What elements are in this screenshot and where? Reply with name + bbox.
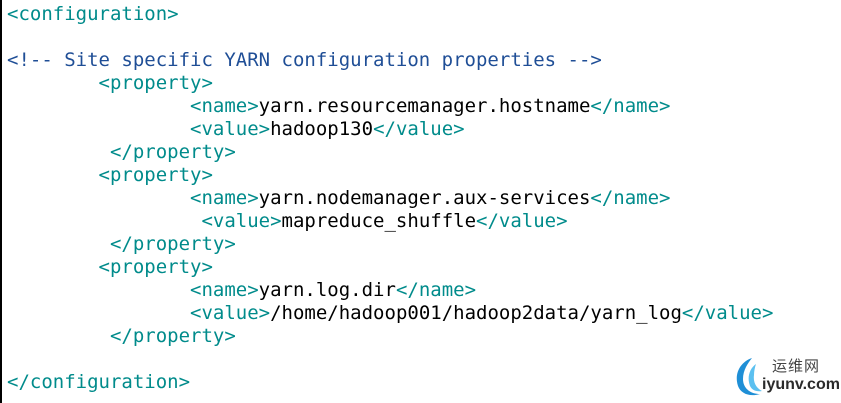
xml-text bbox=[7, 118, 190, 140]
xml-text: mapreduce_shuffle bbox=[281, 210, 477, 232]
xml-tag: </property> bbox=[109, 141, 236, 163]
xml-tag: </property> bbox=[109, 233, 236, 255]
xml-tag: </name> bbox=[590, 187, 671, 209]
code-line: <configuration> bbox=[7, 3, 773, 26]
code-line: <property> bbox=[7, 164, 773, 187]
xml-text: /home/hadoop001/hadoop2data/yarn_log bbox=[270, 302, 682, 324]
xml-tag: </value> bbox=[681, 302, 774, 324]
xml-text bbox=[7, 95, 190, 117]
code-line: </property> bbox=[7, 141, 773, 164]
xml-comment: <!-- Site specific YARN configuration pr… bbox=[7, 49, 602, 71]
xml-tag: </property> bbox=[109, 325, 236, 347]
xml-tag: <name> bbox=[190, 95, 259, 117]
xml-text bbox=[7, 325, 110, 347]
xml-text bbox=[7, 141, 110, 163]
code-line: <property> bbox=[7, 72, 773, 95]
code-line: </property> bbox=[7, 325, 773, 348]
xml-tag: <configuration> bbox=[7, 3, 179, 25]
xml-text: hadoop130 bbox=[270, 118, 374, 140]
xml-tag: <name> bbox=[190, 187, 259, 209]
watermark-chinese-text: 运维网 bbox=[772, 357, 821, 375]
code-line: <value>hadoop130</value> bbox=[7, 118, 773, 141]
code-line bbox=[7, 348, 773, 371]
xml-tag: </name> bbox=[590, 95, 671, 117]
xml-text bbox=[7, 164, 99, 186]
xml-tag: </name> bbox=[395, 279, 477, 301]
xml-tag: </value> bbox=[476, 210, 568, 232]
xml-code-view[interactable]: <configuration> <!-- Site specific YARN c… bbox=[7, 3, 773, 394]
code-line: </configuration> bbox=[7, 371, 773, 394]
xml-tag: <property> bbox=[98, 164, 213, 186]
xml-text bbox=[7, 256, 99, 278]
xml-tag: <property> bbox=[98, 256, 213, 278]
code-line: </property> bbox=[7, 233, 773, 256]
code-line: <name>yarn.log.dir</name> bbox=[7, 279, 773, 302]
xml-text bbox=[7, 233, 110, 255]
xml-tag: <value> bbox=[201, 210, 282, 232]
xml-text bbox=[7, 72, 99, 94]
code-line bbox=[7, 26, 773, 49]
xml-tag: </configuration> bbox=[7, 371, 191, 393]
window-left-border bbox=[0, 0, 2, 403]
xml-tag: <value> bbox=[190, 118, 271, 140]
xml-text bbox=[7, 279, 190, 301]
xml-text bbox=[7, 210, 201, 232]
xml-tag: <name> bbox=[190, 279, 259, 301]
xml-tag: <property> bbox=[98, 72, 213, 94]
code-line: <property> bbox=[7, 256, 773, 279]
swoosh-logo-icon bbox=[736, 358, 762, 396]
xml-text bbox=[7, 187, 190, 209]
code-line: <name>yarn.nodemanager.aux-services</nam… bbox=[7, 187, 773, 210]
code-line: <name>yarn.resourcemanager.hostname</nam… bbox=[7, 95, 773, 118]
xml-text: yarn.resourcemanager.hostname bbox=[258, 95, 591, 117]
xml-tag: <value> bbox=[190, 302, 271, 324]
xml-text bbox=[7, 302, 190, 324]
code-line: <!-- Site specific YARN configuration pr… bbox=[7, 49, 773, 72]
watermark-domain-text: iyunv.com bbox=[762, 376, 840, 393]
xml-text: yarn.nodemanager.aux-services bbox=[258, 187, 591, 209]
xml-tag: </value> bbox=[373, 118, 465, 140]
code-line: <value>/home/hadoop001/hadoop2data/yarn_… bbox=[7, 302, 773, 325]
xml-text: yarn.log.dir bbox=[258, 279, 396, 301]
code-line: <value>mapreduce_shuffle</value> bbox=[7, 210, 773, 233]
site-watermark: 运维网 iyunv.com bbox=[732, 352, 840, 400]
